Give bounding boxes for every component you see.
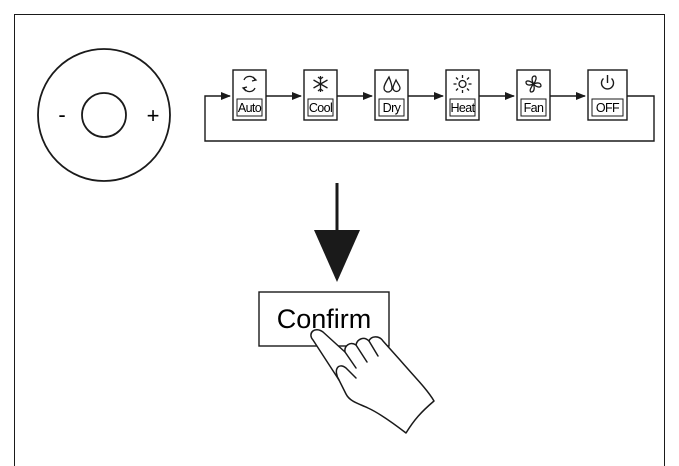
mode-label-dry: Dry [383,101,402,115]
down-arrow [314,183,360,282]
auto-cycle-icon [241,75,258,93]
dial-minus-label: - [58,102,65,127]
mode-label-heat: Heat [450,101,475,115]
mode-label-fan: Fan [524,101,544,115]
cycle-return-arrow [204,92,655,142]
power-icon [600,75,615,90]
sun-icon [453,75,472,93]
snowflake-icon [313,76,328,92]
mode-dry[interactable]: Dry [374,69,409,121]
fan-icon [525,75,542,93]
dial-plus-label: + [147,103,160,128]
diagram-frame [14,14,665,466]
mode-heat[interactable]: Heat [445,69,480,121]
mode-auto[interactable]: Auto [232,69,267,121]
pressing-hand-icon [310,328,435,434]
mode-fan[interactable]: Fan [516,69,551,121]
mode-cycle [204,92,655,142]
mode-label-auto: Auto [238,101,262,115]
mode-label-off: OFF [596,101,620,115]
mode-label-cool: Cool [309,101,332,115]
mode-off[interactable]: OFF [587,69,628,121]
control-dial[interactable]: - + [37,48,171,182]
mode-cool[interactable]: Cool [303,69,338,121]
water-drop-icon [383,75,401,93]
dial-center-button[interactable] [81,92,127,138]
confirm-button-label: Confirm [277,304,372,334]
